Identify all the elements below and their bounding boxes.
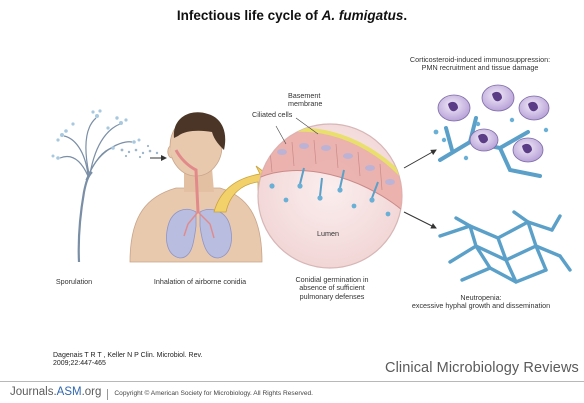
pmn-panel	[434, 85, 549, 176]
citation-line-1: Dagenais T R T , Keller N P Clin. Microb…	[53, 352, 202, 360]
hyphal-network	[440, 212, 570, 282]
footer-separator	[107, 389, 108, 400]
label-germination: Conidial germination in absence of suffi…	[272, 276, 392, 301]
species-name: A. fumigatus	[322, 8, 404, 23]
footer-divider	[0, 381, 584, 382]
label-basement-membrane: Basement membrane	[288, 92, 348, 109]
footer: Journals.ASM.org Copyright © American So…	[10, 386, 313, 402]
label-neutropenia: Neutropenia: excessive hyphal growth and…	[386, 294, 576, 311]
label-sporulation: Sporulation	[44, 278, 104, 286]
copyright-text: Copyright © American Society for Microbi…	[114, 390, 313, 397]
airborne-conidia	[121, 145, 159, 158]
site-brand[interactable]: ASM	[57, 386, 82, 398]
figure-title: Infectious life cycle of A. fumigatus.	[0, 8, 584, 23]
site-suffix[interactable]: .org	[82, 386, 102, 398]
arrow-to-immunosuppression	[404, 150, 436, 168]
label-lumen: Lumen	[308, 230, 348, 238]
citation-line-2: 2009;22:447-465	[53, 360, 202, 368]
site-prefix[interactable]: Journals.	[10, 386, 57, 398]
magnified-airway	[258, 118, 402, 268]
arrow-to-neutropenia	[404, 212, 436, 228]
label-ciliated-cells: Ciliated cells	[252, 111, 312, 119]
label-inhalation: Inhalation of airborne conidia	[140, 278, 260, 286]
label-corticosteroid: Corticosteroid-induced immunosuppression…	[385, 56, 575, 73]
conidiophore	[52, 109, 141, 262]
journal-name: Clinical Microbiology Reviews	[385, 360, 579, 376]
citation: Dagenais T R T , Keller N P Clin. Microb…	[53, 352, 202, 369]
